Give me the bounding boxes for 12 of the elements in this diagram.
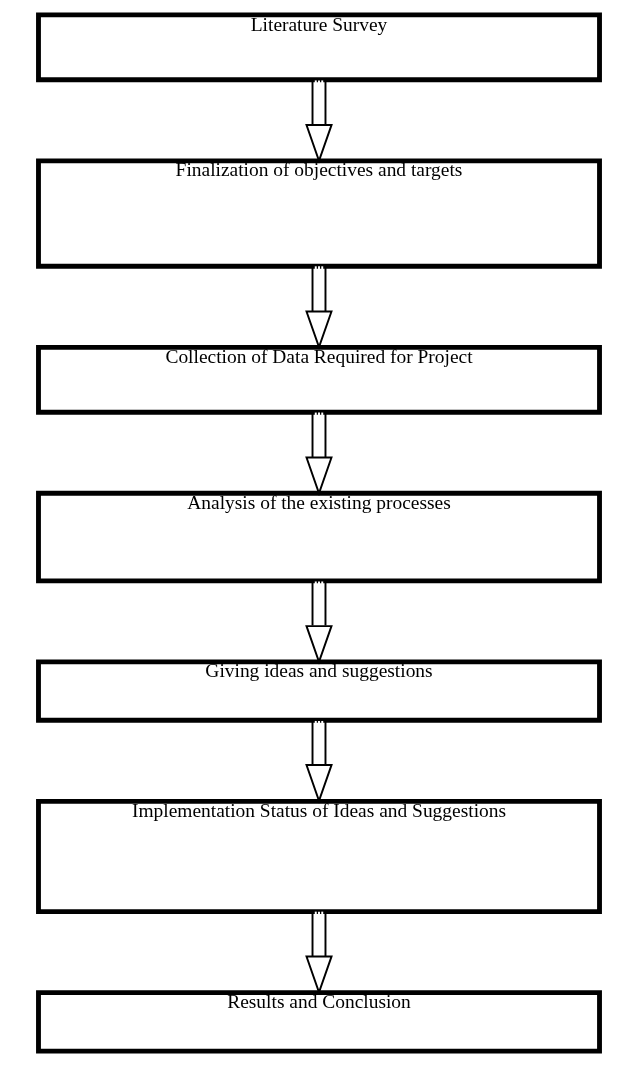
arrow — [304, 79, 333, 164]
arrow — [304, 580, 333, 665]
arrow — [304, 411, 333, 497]
node-box: Results and Conclusion — [35, 990, 602, 1054]
node-box: Giving ideas and suggestions — [35, 659, 602, 723]
arrow — [304, 265, 333, 351]
node-box: Collection of Data Required for Project — [35, 344, 602, 415]
node-box: Analysis of the existing processes — [35, 490, 602, 584]
node-box: Literature Survey — [35, 12, 602, 83]
node-box: Finalization of objectives and targets — [35, 158, 602, 269]
arrow — [304, 720, 333, 804]
node-box: Implementation Status of Ideas and Suggestions — [35, 798, 602, 915]
